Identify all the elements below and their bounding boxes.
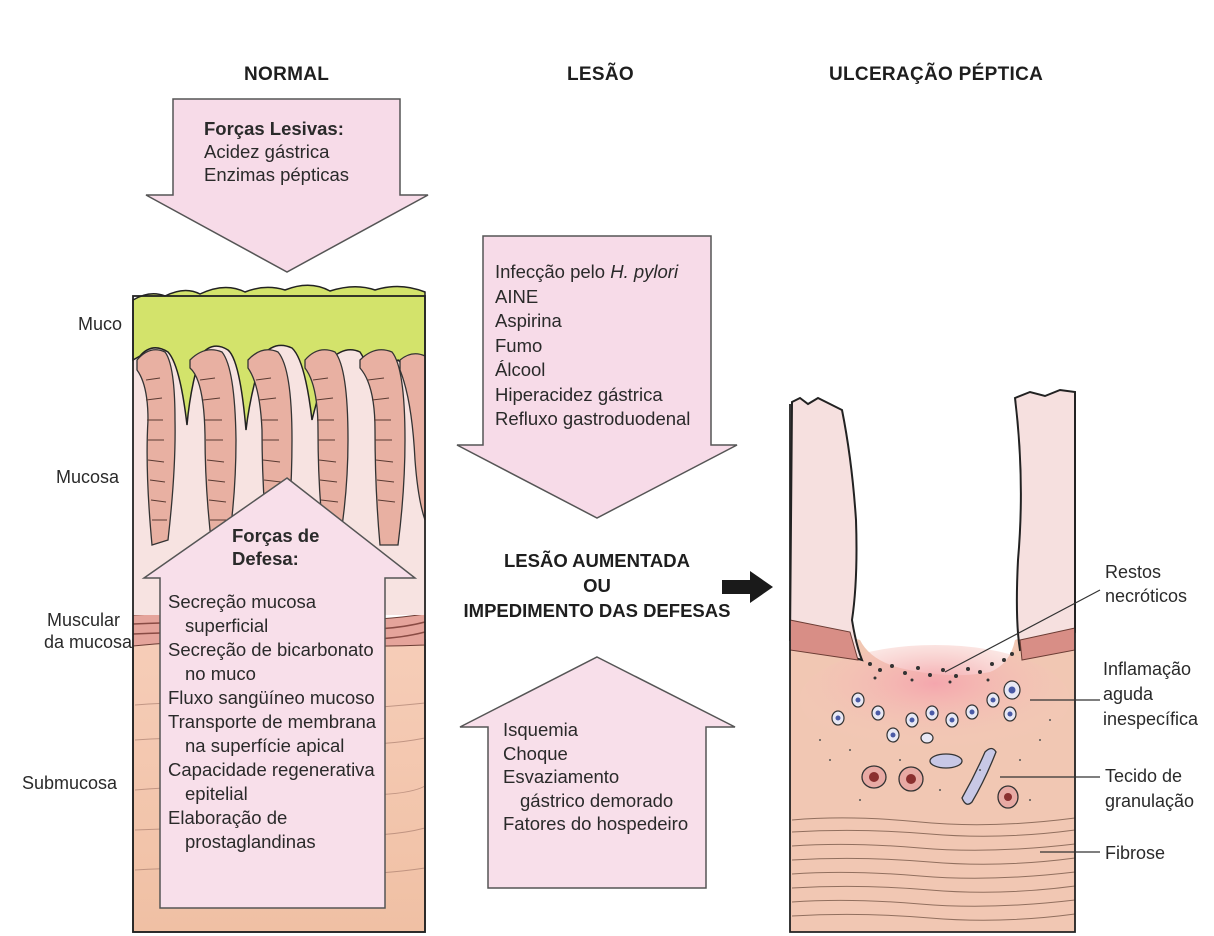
injury-factor: Hiperacidez gástrica [495,383,690,408]
injurious-forces-item: Acidez gástrica [204,140,349,163]
defense-forces-title-1: Forças de [232,524,319,547]
layer-label-muscularis-2: da mucosa [44,631,132,653]
layer-label-muscularis-1: Muscular [44,609,132,631]
heading-peptic-ulcer: ULCERAÇÃO PÉPTICA [829,64,1043,86]
heading-normal: NORMAL [244,64,329,86]
injurious-forces-title: Forças Lesivas: [204,117,349,140]
injury-factor-hpylori: Infecção pelo H. pylori [495,260,690,285]
impairment-item: Fatores do hospedeiro [503,812,688,836]
label-acute-inflammation-3: inespecífica [1103,707,1198,732]
label-acute-inflammation: Inflamação aguda inespecífica [1103,657,1198,732]
defense-item: Transporte de membrana [168,710,376,734]
injurious-forces-text: Forças Lesivas: Acidez gástrica Enzimas … [204,117,349,186]
impairment-item: Choque [503,742,688,766]
label-granulation-tissue: Tecido de granulação [1105,764,1194,814]
injury-factors-list: Infecção pelo H. pylori AINE Aspirina Fu… [495,260,690,432]
label-granulation-tissue-1: Tecido de [1105,764,1194,789]
layer-label-mucosa: Mucosa [56,466,119,488]
label-necrotic-debris-1: Restos [1105,560,1187,584]
defense-forces-title: Forças de Defesa: [232,524,319,570]
label-necrotic-debris: Restos necróticos [1105,560,1187,608]
injury-factor: Fumo [495,334,690,359]
layer-label-submucosa: Submucosa [22,772,117,794]
ulcer-left-wall [790,398,862,660]
label-acute-inflammation-1: Inflamação [1103,657,1198,682]
impairment-item: Esvaziamento [503,765,688,789]
center-title-line-2: OU [452,573,742,598]
defense-item: Capacidade regenerativa [168,758,376,782]
ulcer-tissue-block [790,390,1075,932]
defense-item: superficial [168,614,376,638]
label-granulation-tissue-2: granulação [1105,789,1194,814]
heading-injury: LESÃO [567,64,634,86]
layer-label-mucus: Muco [78,313,122,335]
label-necrotic-debris-2: necróticos [1105,584,1187,608]
layer-label-muscularis: Muscular da mucosa [44,609,132,653]
label-fibrosis: Fibrose [1105,842,1165,864]
defense-item: na superfície apical [168,734,376,758]
defense-item: prostaglandinas [168,830,376,854]
impaired-defense-list: Isquemia Choque Esvaziamento gástrico de… [503,718,688,836]
impairment-item: Isquemia [503,718,688,742]
defense-forces-title-2: Defesa: [232,547,319,570]
injury-factor-hpylori-name: H. pylori [610,261,678,282]
injury-factor: Aspirina [495,309,690,334]
acute-inflammation-zone [800,645,1070,755]
ulcer-right-wall [1015,390,1075,650]
center-title: LESÃO AUMENTADA OU IMPEDIMENTO DAS DEFES… [452,548,742,623]
defense-item: Secreção mucosa [168,590,376,614]
injury-factor-hpylori-prefix: Infecção pelo [495,261,610,282]
injurious-forces-item: Enzimas pépticas [204,163,349,186]
injury-factor: Refluxo gastroduodenal [495,407,690,432]
defense-item: epitelial [168,782,376,806]
defense-forces-list: Secreção mucosa superficial Secreção de … [168,590,376,854]
center-title-line-3: IMPEDIMENTO DAS DEFESAS [452,598,742,623]
defense-item: Secreção de bicarbonato [168,638,376,662]
label-acute-inflammation-2: aguda [1103,682,1198,707]
injury-factor: AINE [495,285,690,310]
defense-item: Fluxo sangüíneo mucoso [168,686,376,710]
impairment-item: gástrico demorado [503,789,688,813]
center-title-line-1: LESÃO AUMENTADA [452,548,742,573]
defense-item: no muco [168,662,376,686]
injury-factor: Álcool [495,358,690,383]
defense-item: Elaboração de [168,806,376,830]
